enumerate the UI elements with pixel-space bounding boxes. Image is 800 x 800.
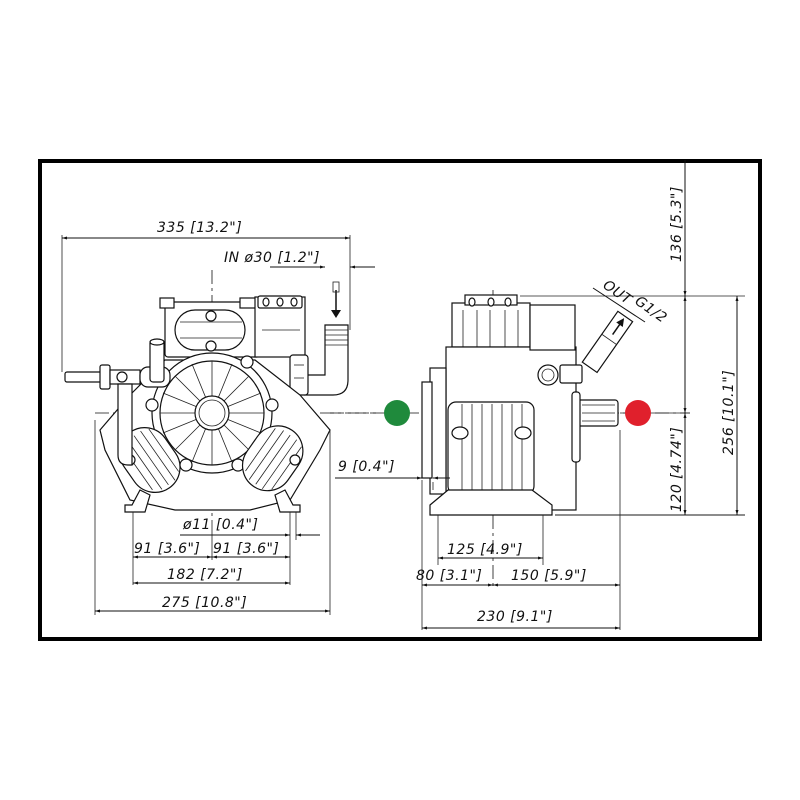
foot-spacing-label: 125 [4.9"] xyxy=(447,542,523,558)
front-view: 335 [13.2"] IN ø30 [1.2"] ø11 [0.4"] 91 … xyxy=(61,220,380,615)
front-offset-label: 150 [5.9"] xyxy=(511,568,587,584)
overall-width-label: 335 [13.2"] xyxy=(157,220,242,236)
outlet-thread-label: G1/2 xyxy=(632,293,670,326)
overall-depth-label: 230 [9.1"] xyxy=(477,609,553,625)
side-view: 9 [0.4"] OUT G1/2 136 [5.3"] 256 [10.1"]… xyxy=(330,160,745,630)
shaft-height-label: 120 [4.74"] xyxy=(669,427,685,512)
rear-offset-label: 80 [3.1"] xyxy=(416,568,482,584)
offset-label: 9 [0.4"] xyxy=(338,459,395,475)
half-spacing-right-label: 91 [3.6"] xyxy=(213,541,279,557)
inlet-side-marker-dot xyxy=(384,400,410,426)
top-height-label: 136 [5.3"] xyxy=(669,186,685,262)
half-spacing-left-label: 91 [3.6"] xyxy=(134,541,200,557)
hole-spacing-label: 182 [7.2"] xyxy=(167,567,243,583)
inlet-diameter-label: IN ø30 [1.2"] xyxy=(224,250,320,266)
total-height-label: 256 [10.1"] xyxy=(721,370,737,455)
base-width-label: 275 [10.8"] xyxy=(162,595,247,611)
shaft-side-marker-dot xyxy=(625,400,651,426)
mount-hole-label: ø11 [0.4"] xyxy=(182,517,258,533)
